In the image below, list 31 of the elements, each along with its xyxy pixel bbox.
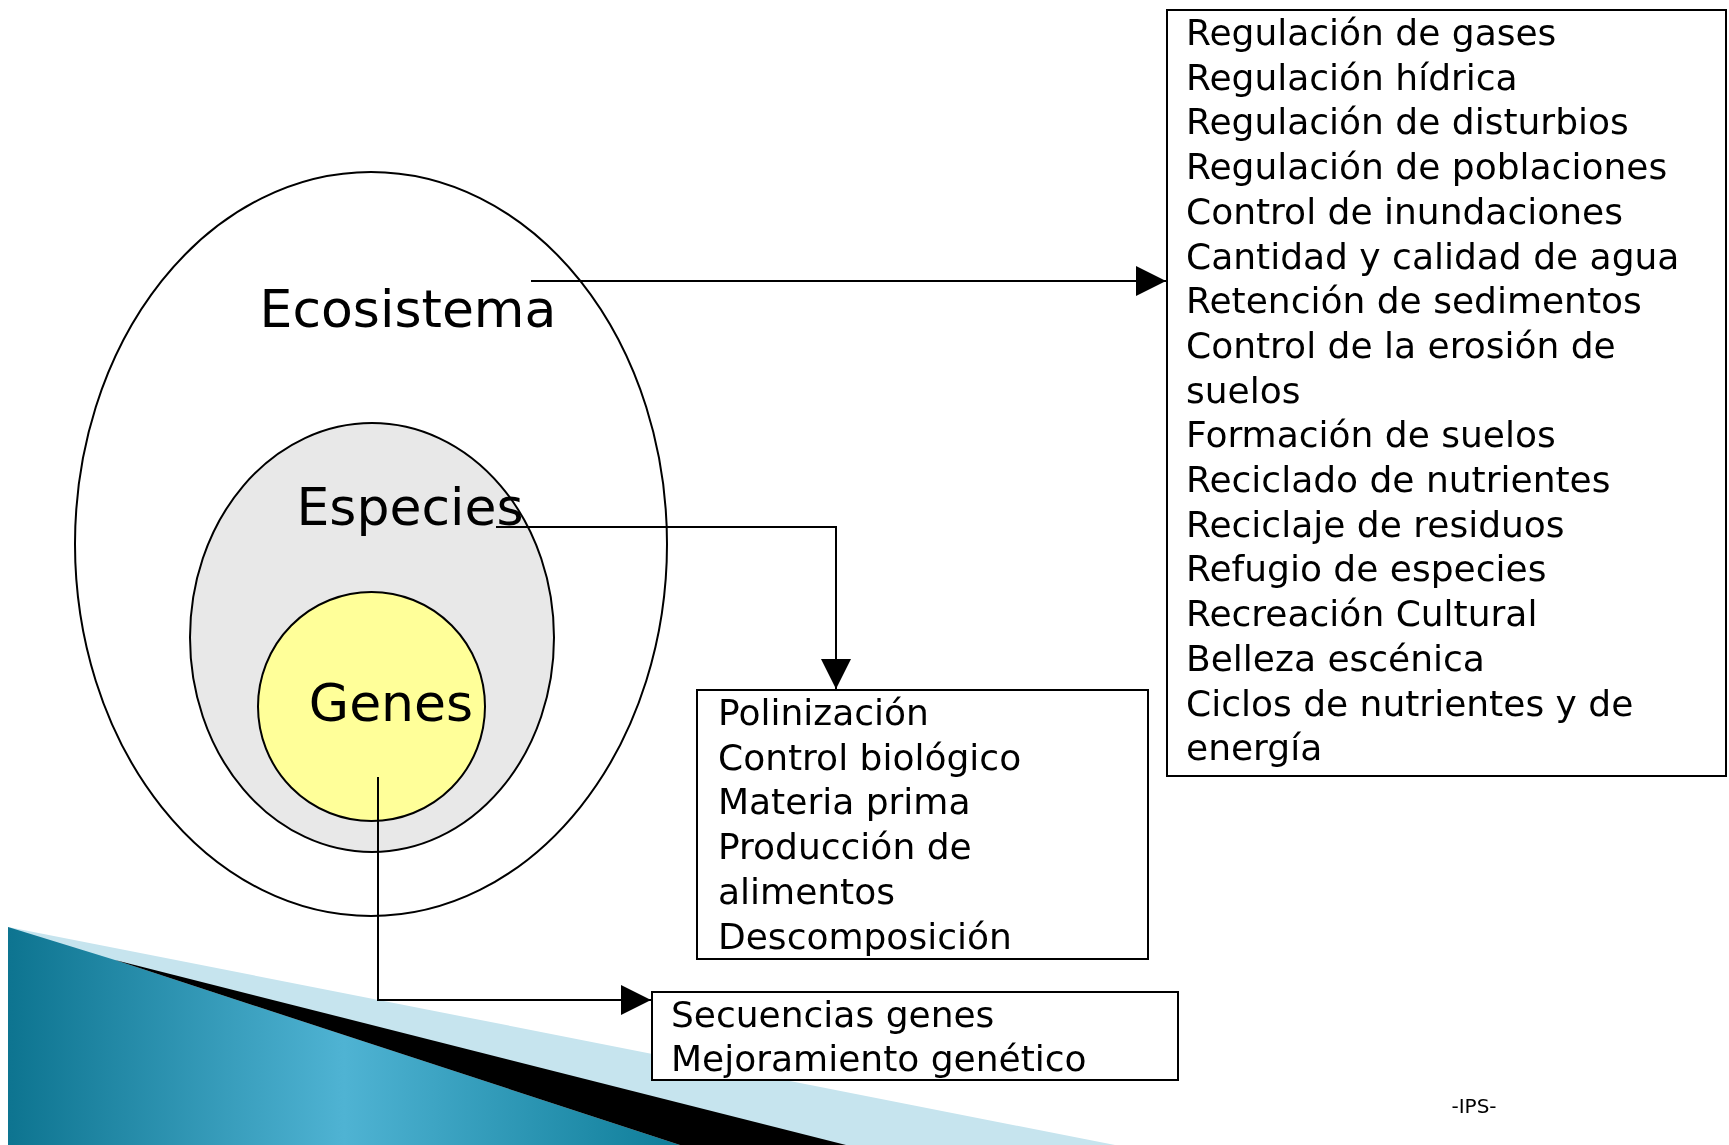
service-item: Reciclaje de residuos [1186,502,1565,547]
service-item: Refugio de especies [1186,547,1547,592]
service-item: Materia prima [718,780,971,825]
service-item: Recreación Cultural [1186,592,1538,637]
service-item: Formación de suelos [1186,413,1556,458]
service-item: Secuencias genes [671,993,995,1037]
service-item: Reciclado de nutrientes [1186,458,1611,503]
service-item: Ciclos de nutrientes y de energía [1186,681,1635,771]
service-item: Control de la erosión de suelos [1186,323,1617,413]
arrow [495,526,851,690]
service-item: Regulación de poblaciones [1186,145,1668,190]
level-label: Genes [308,677,474,729]
service-item: Control biológico [718,735,1022,780]
level-label: Ecosistema [259,283,557,335]
service-item: Producción de alimentos [718,825,973,914]
footer-note: -IPS- [1451,1094,1497,1118]
service-list-box [651,991,1179,1081]
service-item: Regulación de disturbios [1186,100,1629,145]
service-item: Polinización [718,691,929,735]
service-item: Regulación de gases [1186,11,1557,55]
service-item: Mejoramiento genético [671,1037,1087,1081]
arrow [530,266,1167,296]
service-item: Descomposición [718,914,1012,959]
service-list-box [1166,9,1727,777]
service-item: Retención de sedimentos [1186,279,1642,324]
service-list-box [696,689,1149,960]
service-item: Cantidad y calidad de agua [1186,234,1680,279]
service-item: Regulación hídrica [1186,55,1518,100]
service-item: Belleza escénica [1186,636,1485,681]
service-item: Control de inundaciones [1186,189,1623,234]
arrow [377,776,652,1015]
